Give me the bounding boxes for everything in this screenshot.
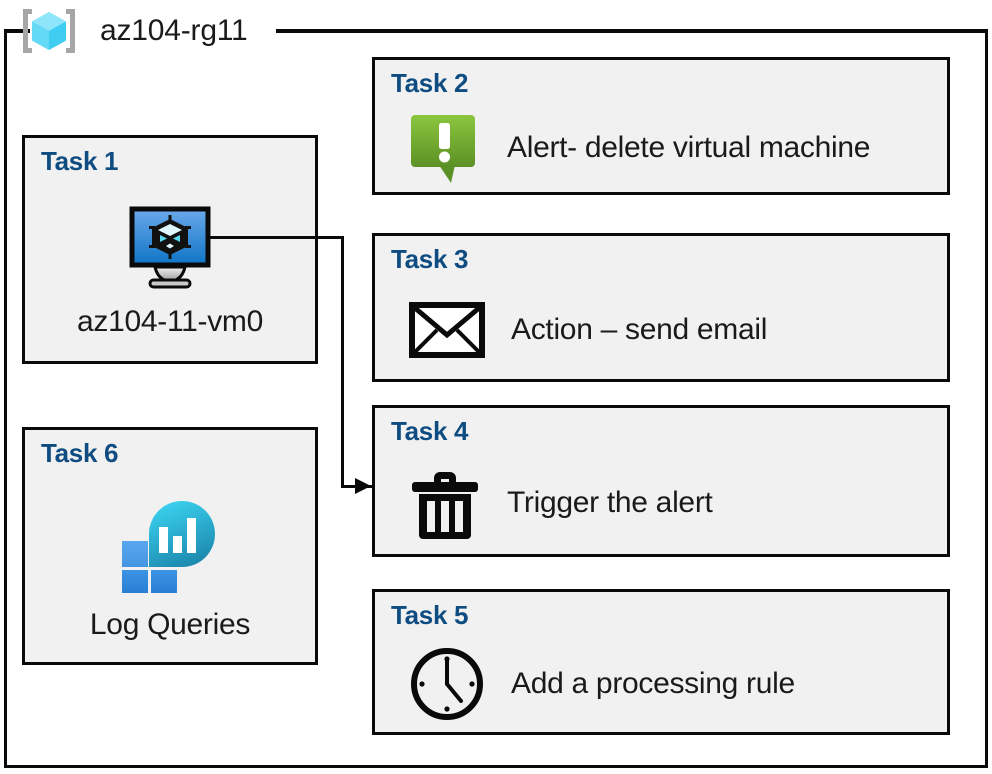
task-label: Action – send email: [511, 312, 768, 346]
envelope-icon: [409, 301, 485, 358]
task-label: Trigger the alert: [507, 486, 713, 519]
resource-group-frame-top-right: [276, 29, 988, 33]
virtual-machine-icon: [122, 205, 218, 291]
log-analytics-icon: [118, 494, 222, 594]
task-title: Task 3: [391, 244, 469, 274]
trash-can-icon: [409, 464, 481, 542]
resource-group-frame: [4, 31, 988, 768]
resource-group-label: az104-rg11: [100, 14, 248, 47]
task-box-task4[interactable]: Task 4 Trigger the alert: [372, 405, 950, 557]
task-box-task2[interactable]: Task 2 Alert- delete virtual machin: [372, 57, 950, 195]
task-label: Alert- delete virtual machine: [507, 131, 871, 164]
alert-bubble-icon: [409, 109, 481, 187]
resource-group-cube-icon: [18, 6, 80, 56]
task-title: Task 2: [391, 68, 469, 98]
vm-to-task4-connector-segment-horizontal-top: [206, 236, 344, 239]
clock-icon: [409, 646, 485, 722]
task-box-task6[interactable]: Task 6: [22, 427, 318, 665]
task-title: Task 6: [41, 438, 119, 468]
task-title: Task 5: [391, 600, 469, 630]
task-title: Task 4: [391, 416, 469, 446]
task-label: Add a processing rule: [511, 667, 795, 700]
resource-group-header: az104-rg11: [18, 2, 248, 60]
resource-group-frame-top-left: [4, 29, 30, 33]
task-label: az104-11-vm0: [77, 304, 263, 338]
arrowhead-right-icon: [355, 478, 371, 494]
vm-to-task4-connector-segment-vertical: [341, 236, 344, 488]
task-box-task1[interactable]: Task 1: [22, 135, 318, 364]
task-box-task3[interactable]: Task 3 Action – send email: [372, 233, 950, 382]
task-box-task5[interactable]: Task 5 Add a processing rule: [372, 589, 950, 735]
task-label: Log Queries: [89, 608, 251, 641]
task-title: Task 1: [41, 146, 119, 176]
